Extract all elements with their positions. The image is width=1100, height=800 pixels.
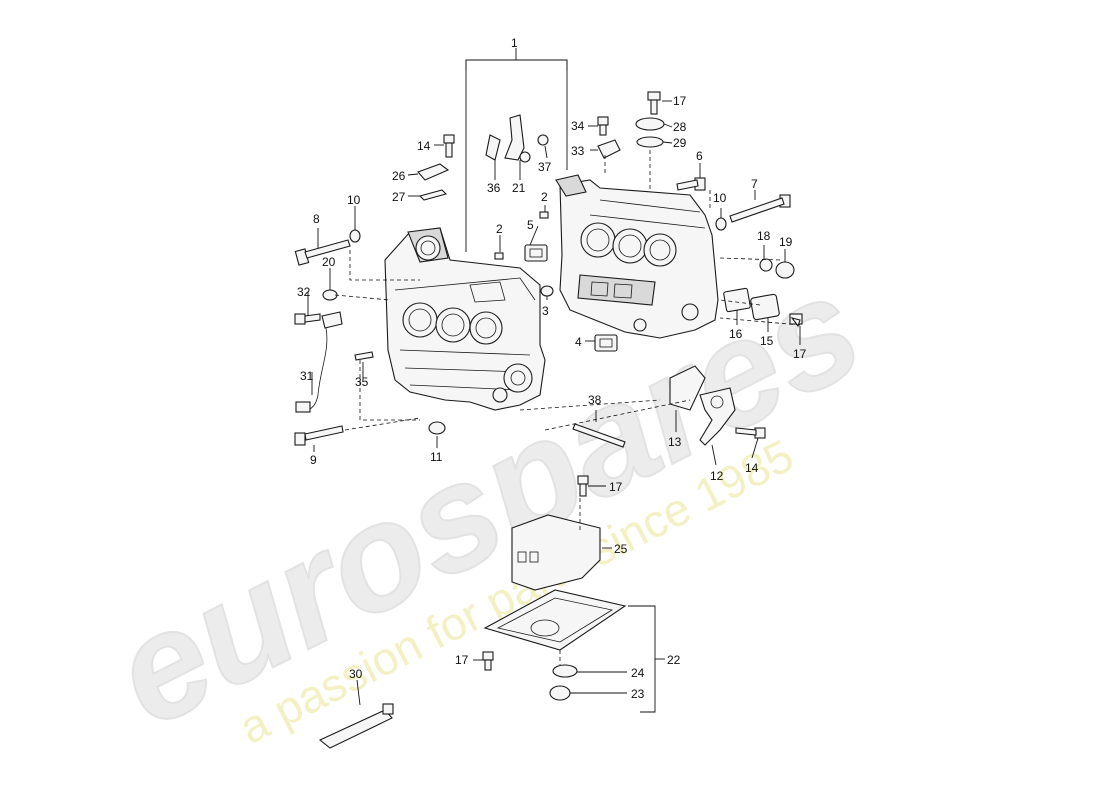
callout-38: 38 (588, 393, 602, 407)
bolt-14-right (735, 427, 766, 439)
callout-30: 30 (349, 667, 363, 681)
gasket-16 (723, 287, 751, 313)
callout-2-right: 2 (541, 190, 548, 204)
group-bracket-1 (465, 48, 568, 252)
bolt-17-bottom (482, 651, 494, 671)
bushing-11 (428, 421, 446, 435)
callout-19: 19 (779, 235, 793, 249)
callout-3: 3 (542, 304, 549, 318)
callout-28: 28 (673, 120, 687, 134)
drain-plug-23 (549, 685, 571, 701)
callout-22: 22 (667, 653, 681, 667)
stud-38 (572, 423, 626, 448)
callout-8: 8 (313, 212, 320, 226)
callout-14-top: 14 (417, 139, 431, 153)
callout-27: 27 (392, 190, 406, 204)
bolt-17-right (789, 313, 803, 328)
bushing-3 (540, 285, 554, 297)
dowel-2-right (539, 211, 549, 219)
cover-15 (750, 293, 780, 321)
callout-23: 23 (631, 687, 645, 701)
callout-26: 26 (392, 169, 406, 183)
callout-21: 21 (512, 181, 526, 195)
callout-2-left: 2 (496, 222, 503, 236)
callout-6: 6 (696, 149, 703, 163)
callout-20: 20 (322, 255, 336, 269)
gasket-13 (669, 365, 706, 411)
callout-33: 33 (571, 144, 585, 158)
gasket-27 (418, 189, 448, 201)
sensor-31 (295, 311, 343, 413)
crankcase-right-half (555, 174, 719, 339)
callout-4: 4 (575, 335, 582, 349)
callout-17-mid: 17 (609, 480, 623, 494)
callout-7: 7 (751, 177, 758, 191)
callout-13: 13 (668, 435, 682, 449)
housing-12 (699, 387, 736, 446)
bolt-32 (294, 313, 321, 325)
bolt-17-top (647, 91, 661, 115)
callout-35: 35 (355, 375, 369, 389)
bolt-9 (294, 425, 344, 446)
dowel-2-left (494, 252, 504, 260)
callout-31: 31 (300, 369, 314, 383)
callout-15: 15 (760, 334, 774, 348)
callout-17-bottom: 17 (455, 653, 469, 667)
callout-5: 5 (527, 218, 534, 232)
o-ring-10-right (715, 217, 727, 231)
callout-17-right: 17 (793, 347, 807, 361)
gasket-5 (524, 244, 548, 262)
callout-10-left: 10 (347, 193, 361, 207)
bolt-17-mid (577, 475, 589, 497)
oil-pan-gasket-22 (483, 589, 627, 651)
callout-1: 1 (511, 36, 518, 50)
callout-17-top: 17 (673, 94, 687, 108)
callout-11: 11 (430, 450, 443, 464)
callout-18: 18 (757, 229, 771, 243)
seal-24 (552, 664, 578, 678)
bolt-8 (294, 239, 351, 266)
gasket-4 (594, 334, 618, 352)
o-ring-10-left (349, 229, 361, 243)
callout-25: 25 (614, 542, 628, 556)
callouts: 1 14 26 27 8 10 20 32 31 35 9 11 36 21 3… (297, 36, 807, 701)
callout-36: 36 (487, 181, 501, 195)
bracket-26 (417, 163, 450, 181)
bushing-20 (322, 289, 338, 301)
callout-12: 12 (710, 469, 724, 483)
mount-33 (597, 139, 621, 159)
baffle-25 (511, 514, 601, 591)
callout-32: 32 (297, 285, 311, 299)
bolt-34 (597, 116, 609, 136)
sealant-tube-30 (318, 703, 394, 749)
o-ring-18 (759, 258, 773, 272)
callout-10-right: 10 (713, 191, 727, 205)
crankcase-left-half (384, 227, 546, 411)
pin-35 (354, 351, 374, 361)
bolt-14-top (443, 134, 455, 158)
callout-34: 34 (571, 119, 585, 133)
bolt-7 (729, 194, 791, 223)
cover-28 (635, 117, 665, 131)
leader-lines (307, 100, 801, 713)
bolt-6 (676, 177, 706, 191)
callout-29: 29 (673, 136, 687, 150)
callout-14-right: 14 (745, 461, 759, 475)
bracket-assembly-21 (485, 114, 549, 163)
gasket-29 (636, 136, 664, 148)
callout-16: 16 (729, 327, 743, 341)
alignment-lines (334, 150, 801, 665)
callout-37: 37 (538, 160, 552, 174)
callout-24: 24 (631, 666, 645, 680)
callout-9: 9 (310, 453, 317, 467)
plug-19 (775, 261, 795, 279)
